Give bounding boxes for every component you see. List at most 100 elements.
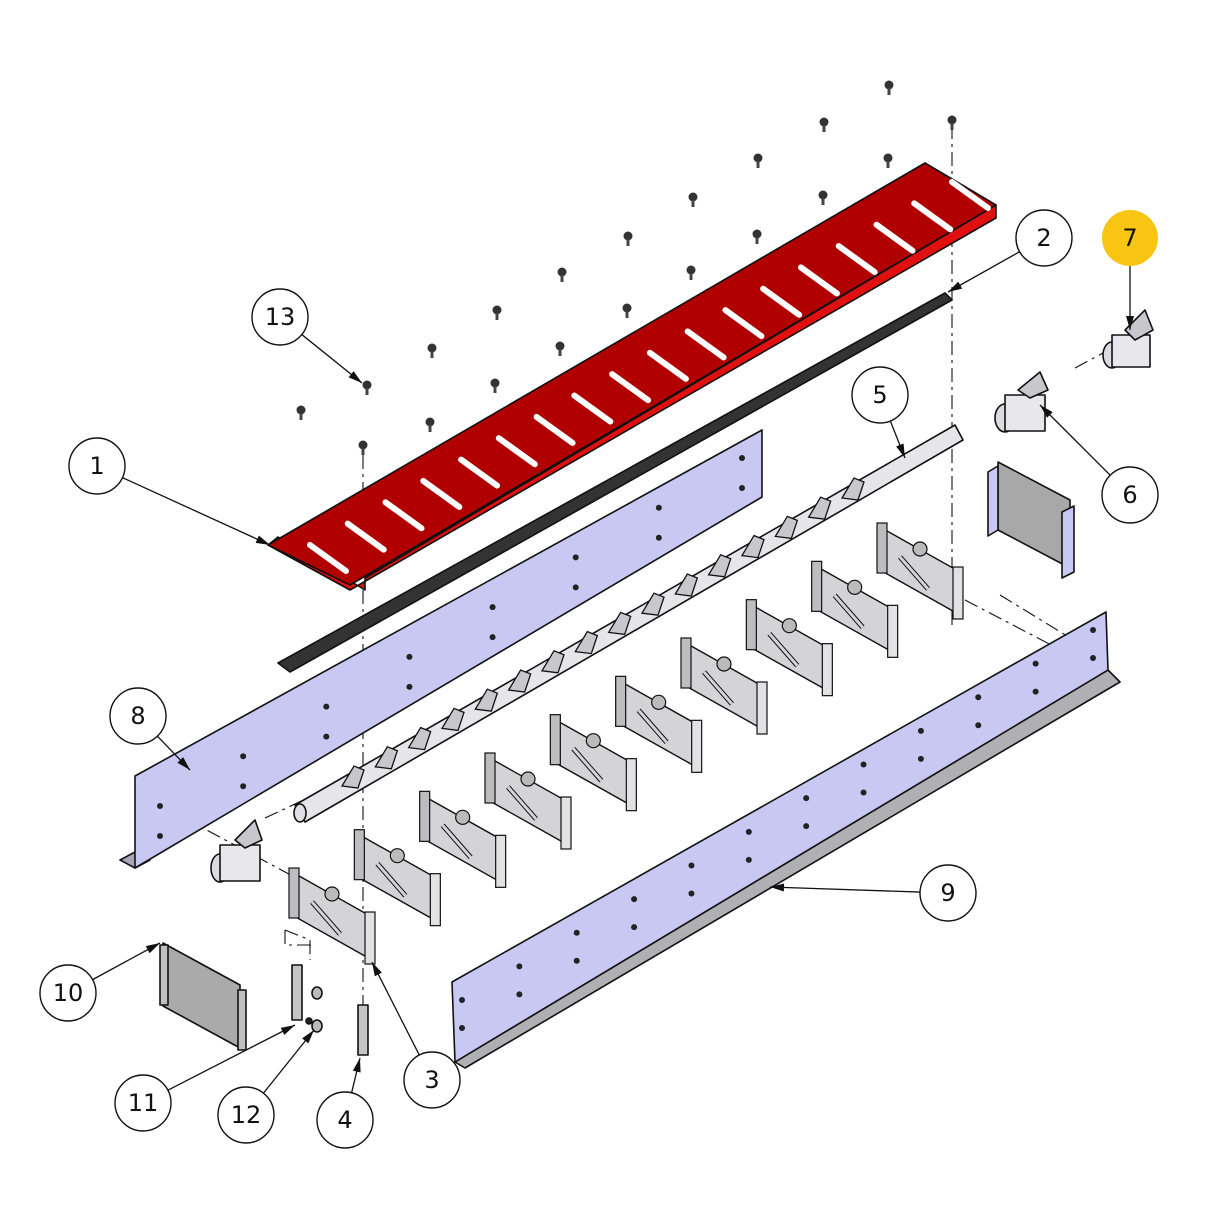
leader-line: [1039, 404, 1111, 476]
balloon-number: 10: [53, 979, 84, 1007]
callout-6: 6: [1039, 404, 1159, 524]
screw-part-13: [425, 417, 435, 432]
screw-part-13: [362, 380, 372, 395]
panel-hole: [803, 823, 810, 830]
panel-hole: [516, 963, 523, 970]
plate-slot: [684, 328, 727, 361]
panel-hole: [655, 534, 662, 541]
plate-slot: [533, 413, 576, 446]
balloon-circle: [316, 1091, 374, 1149]
pivot-bracket: [615, 675, 703, 773]
panel-hole: [157, 833, 163, 839]
pivot-bracket: [811, 560, 899, 658]
screw-part-13: [818, 190, 828, 205]
pivot-bracket: [680, 637, 768, 735]
screw-part-13: [492, 305, 502, 320]
plate-slot: [495, 435, 538, 468]
pivot-bracket: [288, 867, 376, 965]
balloon-circle: [1101, 466, 1159, 524]
pivot-bracket: [549, 714, 637, 812]
panel-hole: [572, 554, 579, 561]
plate-slot: [458, 456, 501, 489]
balloon-circle: [851, 366, 909, 424]
balloon-number: 8: [130, 702, 145, 730]
callout-11: 11: [114, 1024, 296, 1132]
cam-finger: [374, 745, 399, 770]
plate-slot: [835, 243, 878, 276]
cam-finger: [740, 534, 765, 559]
balloon-circle: [217, 1086, 275, 1144]
pivot-bracket: [419, 790, 507, 888]
panel-hole: [803, 795, 810, 802]
small-clip-parts: [291, 964, 369, 1056]
right-end-cover: [987, 461, 1075, 579]
cam-finger: [340, 765, 365, 789]
leader-arrowhead: [145, 943, 160, 954]
left-cam-tube: [210, 819, 263, 883]
balloon-circle: [919, 864, 977, 922]
callout-10: 10: [39, 942, 161, 1022]
balloon-number: 7: [1122, 224, 1137, 252]
leader-arrowhead: [280, 1025, 295, 1035]
balloon-circle: [68, 437, 126, 495]
screw-part-13: [490, 378, 500, 393]
pivot-bracket: [353, 829, 441, 927]
plate-slot: [722, 307, 765, 340]
panel-hole: [739, 485, 745, 491]
rear-panel-face: [134, 429, 763, 869]
rubber-strip-part-2: [277, 292, 953, 673]
balloon-number: 12: [231, 1101, 262, 1129]
balloon-circle: [403, 1051, 461, 1109]
plate-slot: [344, 520, 387, 553]
pivot-bracket: [745, 599, 833, 697]
rear-side-panel-part-8: [119, 429, 763, 869]
balloon-number: 5: [872, 381, 887, 409]
front-panel-face: [451, 611, 1109, 1063]
screw-part-13: [622, 303, 632, 318]
panel-hole: [240, 753, 247, 760]
pivot-bracket: [876, 522, 964, 620]
leader-arrowhead: [948, 281, 963, 292]
screw-part-13: [688, 192, 698, 207]
screw-part-13: [623, 231, 633, 246]
screw-part-13: [883, 153, 893, 168]
callout-3: 3: [371, 961, 461, 1109]
leader-arrowhead: [770, 883, 785, 892]
panel-hole: [459, 997, 465, 1003]
panel-hole: [323, 733, 330, 740]
screw-part-13: [427, 343, 437, 358]
screw-part-13: [296, 405, 306, 420]
panel-hole: [739, 455, 745, 461]
balloon-number: 2: [1036, 224, 1051, 252]
cam-finger: [707, 553, 732, 578]
balloon-number: 4: [337, 1106, 352, 1134]
panel-hole: [688, 862, 695, 869]
leader-arrowhead: [302, 1030, 314, 1044]
callout-4: 4: [316, 1057, 374, 1149]
balloon-number: 9: [940, 879, 955, 907]
panel-hole: [631, 896, 638, 903]
balloon-circle: [39, 964, 97, 1022]
panel-hole: [688, 890, 695, 897]
panel-hole: [489, 634, 496, 641]
pivot-bracket: [484, 752, 572, 850]
top-plate-surface: [267, 162, 997, 586]
panel-hole: [516, 991, 523, 998]
leader-arrowhead: [1040, 405, 1053, 418]
end-cover-plate-part-10: [159, 942, 247, 1051]
panel-hole: [655, 504, 662, 511]
front-side-panel-part-9: [451, 611, 1121, 1069]
panel-hole: [323, 703, 330, 710]
leader-arrowhead: [1126, 316, 1134, 330]
balloon-circle: [114, 1074, 172, 1132]
panel-hole: [745, 856, 752, 863]
panel-hole: [860, 789, 867, 796]
pivot-brackets-part-3: [288, 522, 964, 965]
shaft-part-5: [293, 424, 964, 823]
top-plate-slots: [307, 179, 991, 574]
balloon-number: 11: [128, 1089, 159, 1117]
plate-slot: [646, 349, 689, 382]
plate-slot: [382, 499, 425, 532]
end-cam-tube-part-7: [1102, 309, 1154, 369]
